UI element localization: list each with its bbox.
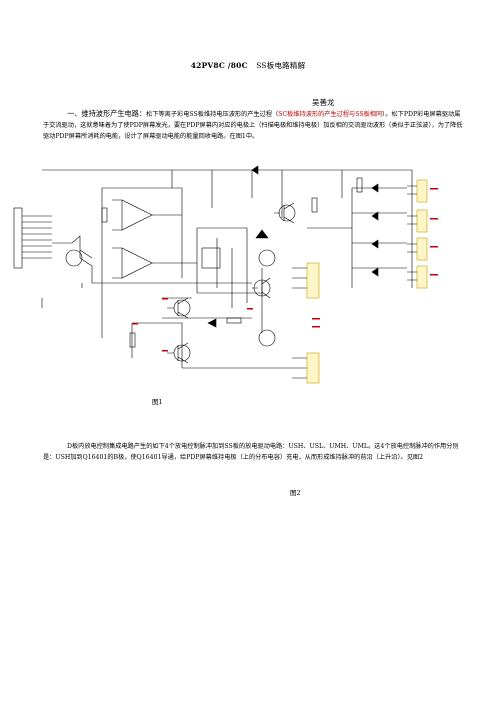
title-model: 42PV8C /80C [190, 61, 248, 70]
paragraph-1-text-a: 松下等离子彩电SS板维持电压波形的产生过程（ [146, 111, 279, 118]
figure-2-caption: 图2 [290, 489, 301, 497]
paragraph-1-text-b: ）。松下PDP彩电屏幕驱动属于交流驱动，这就意味着为了使PDP屏幕发光，要在PD… [43, 111, 463, 140]
document-title: 42PV8C /80C SS板电路精解 [0, 60, 496, 71]
figure-1-caption: 图1 [152, 398, 163, 406]
paragraph-1-lead: 一、维持波形产生电路： [67, 109, 147, 118]
title-subject: SS板电路精解 [256, 61, 306, 70]
paragraph-2: D板内放电控制集成电路产生的如下4个放电控制脉冲加到SS板的放电驱动电路：USH… [43, 443, 459, 461]
author-name: 吴善龙 [312, 98, 335, 107]
circuit-schematic-figure [13, 165, 438, 384]
paragraph-1: 一、维持波形产生电路：松下等离子彩电SS板维持电压波形的产生过程（SC板维持波形… [43, 108, 463, 142]
paragraph-1-highlight: SC板维持波形的产生过程与SS板相同 [278, 111, 383, 118]
